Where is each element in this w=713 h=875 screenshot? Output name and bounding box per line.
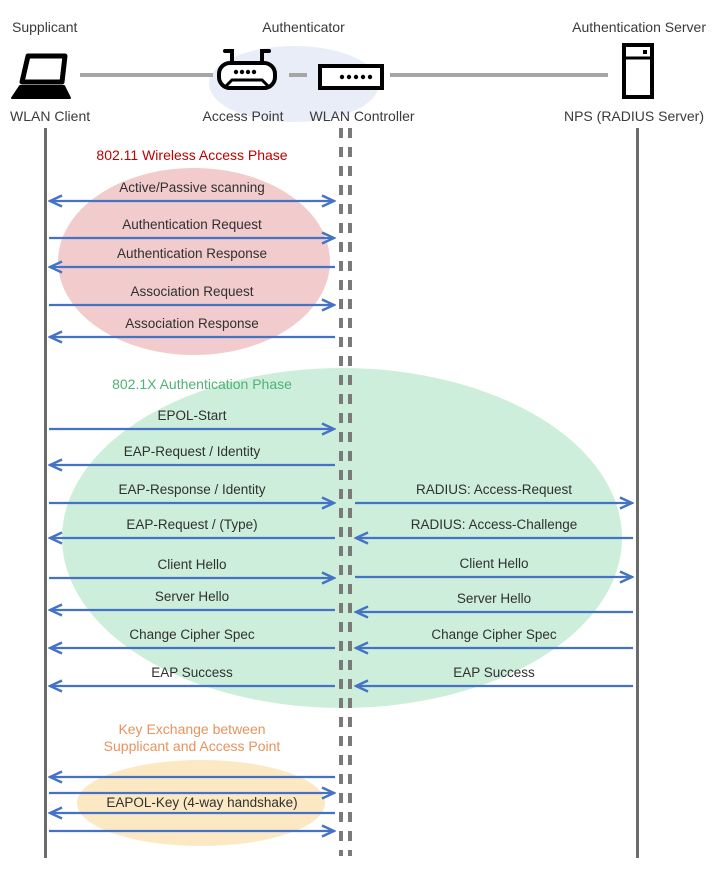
message-arrow-5 xyxy=(49,422,336,436)
message-label-18: EAP Success xyxy=(453,665,535,680)
message-arrow-22 xyxy=(49,824,336,838)
message-arrow-4 xyxy=(48,330,335,344)
message-label-11: Client Hello xyxy=(157,557,227,572)
device-wlan-client: WLAN Client xyxy=(10,108,91,124)
lifeline-supplicant xyxy=(44,128,47,858)
wireless-access-phase-ellipse xyxy=(58,168,330,355)
laptop-icon xyxy=(11,53,71,99)
message-label-5: EPOL-Start xyxy=(157,408,227,423)
message-arrow-14 xyxy=(354,605,633,619)
connector-controller-server xyxy=(390,73,608,77)
wlan-controller-icon xyxy=(318,64,384,90)
message-arrow-16 xyxy=(354,641,633,655)
device-wlan-controller: WLAN Controller xyxy=(309,108,415,124)
message-arrow-17 xyxy=(48,679,335,693)
message-arrow-9 xyxy=(48,531,335,545)
key-exchange-title-line2: Supplicant and Access Point xyxy=(103,738,281,754)
lifeline-authenticator-right xyxy=(348,128,352,856)
wireless-access-phase-title: 802.11 Wireless Access Phase xyxy=(96,147,288,163)
message-label-14: Server Hello xyxy=(456,591,532,606)
message-label-7: EAP-Response / Identity xyxy=(118,482,266,497)
message-arrow-10 xyxy=(354,531,633,545)
message-arrow-12 xyxy=(355,570,634,584)
message-arrow-1 xyxy=(49,231,336,245)
device-nps-radius-server: NPS (RADIUS Server) xyxy=(563,108,705,124)
message-arrow-18 xyxy=(354,679,633,693)
lifeline-authentication-server xyxy=(636,128,639,858)
server-icon xyxy=(622,43,654,99)
message-arrow-15 xyxy=(48,641,335,655)
device-access-point: Access Point xyxy=(202,108,284,124)
lifeline-authenticator-left xyxy=(339,128,343,856)
message-label-4: Association Response xyxy=(125,316,259,331)
message-arrow-3 xyxy=(49,298,336,312)
message-arrow-11 xyxy=(49,571,336,585)
message-label-17: EAP Success xyxy=(151,665,233,680)
message-arrow-2 xyxy=(48,260,335,274)
access-point-icon xyxy=(217,49,277,90)
message-arrow-6 xyxy=(48,458,335,472)
message-arrow-8 xyxy=(355,496,634,510)
authentication-phase-title: 802.1X Authentication Phase xyxy=(112,376,292,392)
message-arrow-13 xyxy=(48,603,335,617)
role-authentication-server: Authentication Server xyxy=(572,19,706,35)
message-label-0: Active/Passive scanning xyxy=(119,180,265,195)
message-label-2: Authentication Response xyxy=(116,246,268,261)
message-arrow-21 xyxy=(48,806,335,820)
role-supplicant: Supplicant xyxy=(12,19,78,35)
key-exchange-phase-title: Key Exchange between Supplicant and Acce… xyxy=(48,721,336,755)
key-exchange-title-line1: Key Exchange between xyxy=(118,721,266,737)
message-arrow-0 xyxy=(48,194,336,208)
connector-ap-controller xyxy=(289,73,307,77)
role-authenticator: Authenticator xyxy=(262,19,345,35)
connector-client-ap xyxy=(80,73,213,77)
message-label-1: Authentication Request xyxy=(122,217,262,232)
message-label-13: Server Hello xyxy=(154,589,230,604)
message-arrow-20 xyxy=(49,786,336,800)
eapol-key-handshake-label: EAPOL-Key (4-way handshake) xyxy=(106,795,298,810)
message-label-15: Change Cipher Spec xyxy=(129,627,255,642)
message-label-6: EAP-Request / Identity xyxy=(123,444,261,459)
message-label-3: Association Request xyxy=(130,284,254,299)
message-label-10: RADIUS: Access-Challenge xyxy=(410,517,578,532)
message-label-8: RADIUS: Access-Request xyxy=(415,482,573,497)
message-arrow-19 xyxy=(48,770,335,784)
message-label-9: EAP-Request / (Type) xyxy=(126,517,258,532)
message-label-16: Change Cipher Spec xyxy=(431,627,557,642)
message-arrow-7 xyxy=(49,496,336,510)
message-label-12: Client Hello xyxy=(459,556,529,571)
